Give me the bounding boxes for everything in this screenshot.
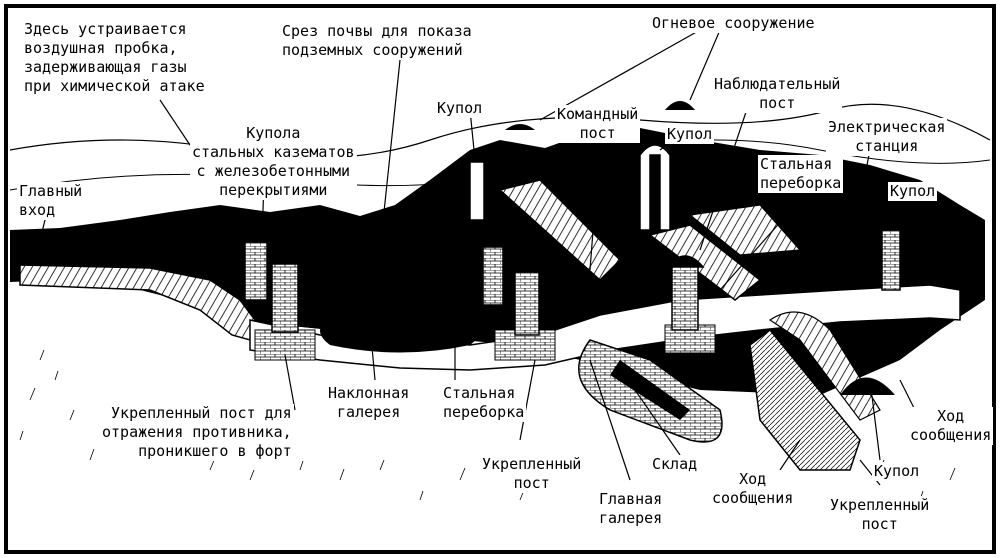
label-fortified-post-bottom: Укрепленный пост: [828, 496, 932, 534]
label-fire-structure: Огневое сооружение: [650, 14, 817, 33]
label-dome-left: Купол: [435, 99, 485, 118]
label-dome-bottom-right: Купол: [872, 462, 922, 481]
label-main-entrance: Главный вход: [17, 182, 85, 220]
label-passage-right: Ход сообщения: [908, 407, 994, 445]
label-fortified-post-repel: Укрепленный пост для отражения противник…: [100, 404, 294, 461]
label-soil-cut: Срез почвы для показа подземных сооружен…: [280, 22, 474, 60]
label-electric-station: Электрическая станция: [826, 118, 948, 156]
diagonal-gallery-right: [648, 224, 762, 301]
label-observation-post: Наблюдательный пост: [712, 75, 843, 113]
fire-structure: [665, 101, 695, 110]
label-inclined-gallery: Наклонная галерея: [326, 384, 412, 422]
diagonal-gallery-left: [498, 179, 622, 282]
label-passage-bottom: Ход сообщения: [710, 470, 796, 508]
label-steel-bulkhead-mid: Стальная переборка: [441, 384, 527, 422]
dome-towers: [240, 144, 977, 336]
label-air-lock: Здесь устраивается воздушная пробка, зад…: [22, 20, 207, 96]
right-dome-arch: [840, 377, 895, 395]
label-storage: Склад: [650, 455, 700, 474]
label-command-post: Командный пост: [555, 105, 641, 143]
label-dome-right: Купол: [888, 182, 938, 201]
label-fortified-post-center: Укрепленный пост: [480, 455, 584, 493]
label-dome-mid: Купол: [665, 125, 715, 144]
label-casemate-domes: Купола стальных казематов с железобетонн…: [190, 124, 357, 200]
image-border: [4, 4, 996, 554]
label-steel-bulkhead-top: Стальная переборка: [758, 155, 844, 193]
label-main-gallery: Главная галерея: [597, 490, 665, 528]
lower-passage: [749, 328, 861, 471]
